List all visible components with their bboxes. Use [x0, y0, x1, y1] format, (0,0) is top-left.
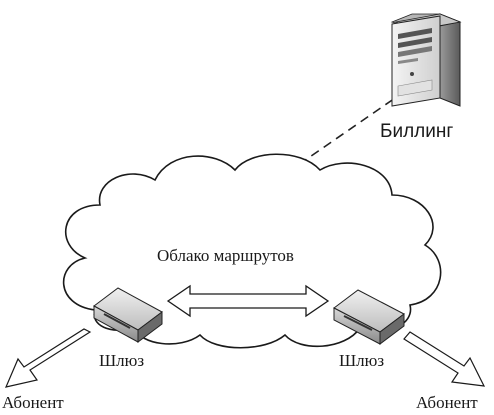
gateway-right-icon	[333, 289, 405, 345]
gateway-right-label: Шлюз	[339, 351, 384, 370]
billing-label: Биллинг	[380, 121, 453, 142]
gateway-left-label: Шлюз	[99, 351, 144, 370]
double-arrow-icon	[166, 284, 330, 318]
subscriber-left-label: Абонент	[2, 393, 64, 412]
server-icon	[390, 13, 462, 107]
billing-link-dashed-line	[261, 95, 399, 191]
cloud-label: Облако маршрутов	[157, 246, 294, 265]
gateway-left-icon	[93, 287, 163, 343]
subscriber-left-arrow-icon	[4, 328, 92, 388]
subscriber-right-arrow-icon	[403, 331, 486, 387]
subscriber-right-label: Абонент	[416, 393, 478, 412]
